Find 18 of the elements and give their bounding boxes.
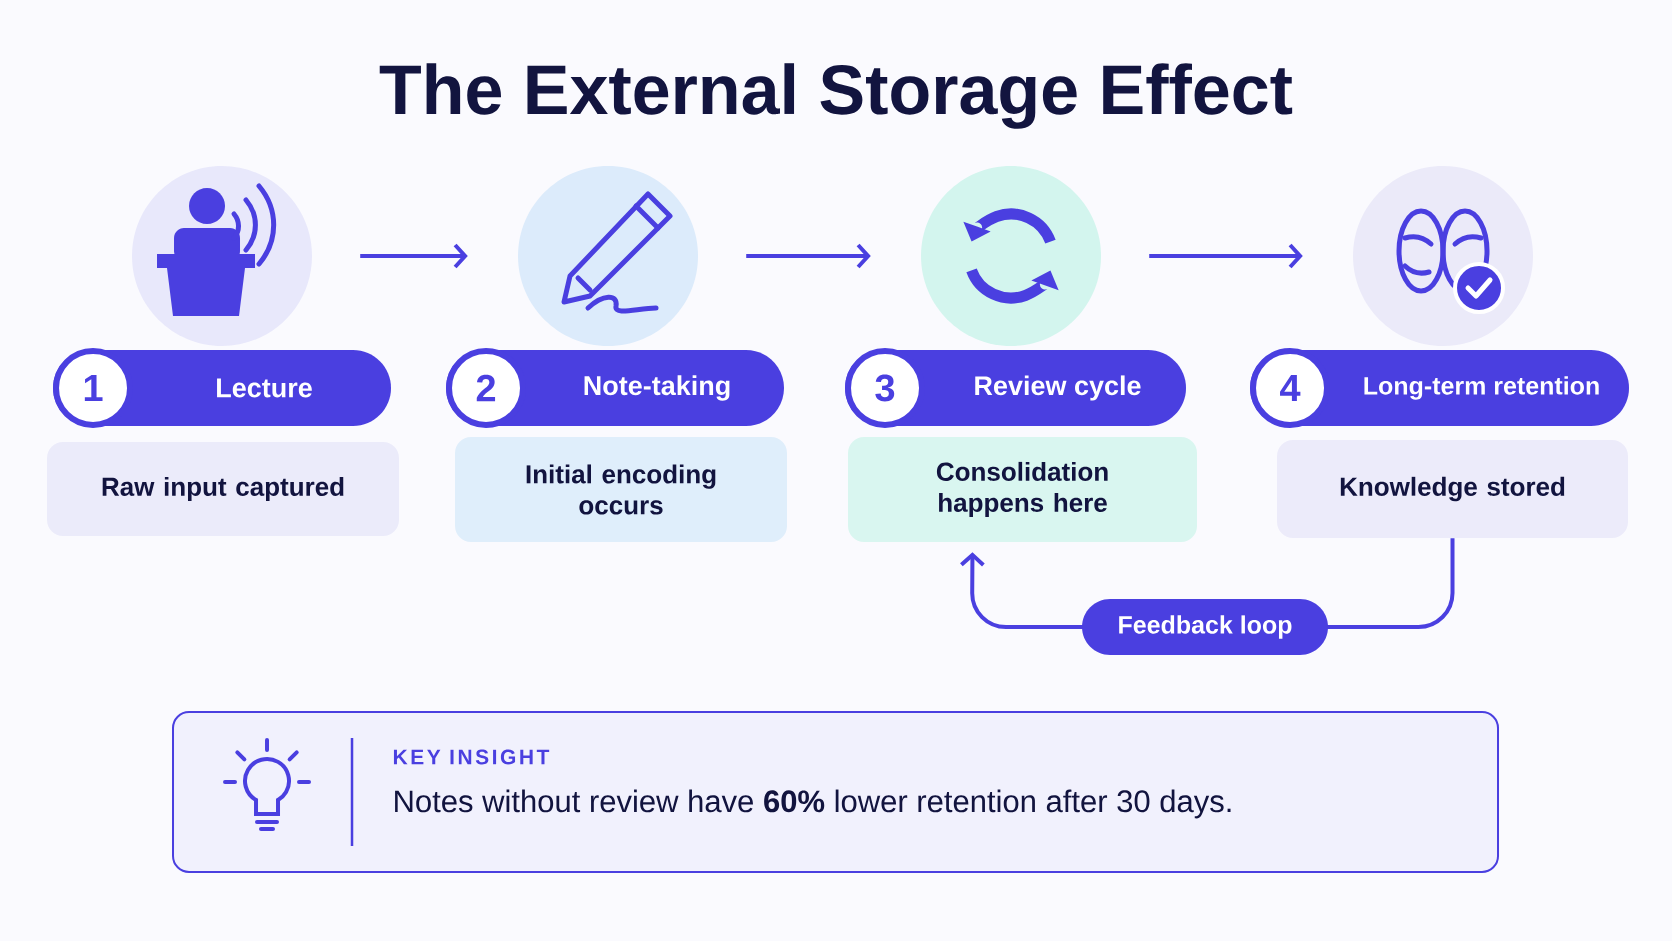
description-box: Knowledge stored: [1277, 440, 1628, 538]
number-badge: 3: [845, 348, 925, 428]
title: The External Storage Effect: [379, 63, 1293, 129]
arrow: [1149, 243, 1303, 269]
arrow: [360, 243, 468, 269]
number-badge: 4: [1250, 348, 1330, 428]
arrow: [746, 243, 871, 269]
description-box: Consolidation happens here: [848, 437, 1197, 542]
icon-circle: [921, 166, 1101, 346]
icon-circle: [518, 166, 698, 346]
description-box: Initial encoding occurs: [455, 437, 787, 542]
edge-label: Feedback loop: [1082, 599, 1328, 655]
number-badge: 2: [446, 348, 526, 428]
insight-text: Notes without review have 60% lower retention after 30 days.: [395, 789, 1231, 819]
insight-label: KEY INSIGHT: [393, 749, 550, 765]
description-box: Raw input captured: [47, 442, 399, 536]
icon-circle: [1353, 166, 1533, 346]
number-badge: 1: [53, 348, 133, 428]
